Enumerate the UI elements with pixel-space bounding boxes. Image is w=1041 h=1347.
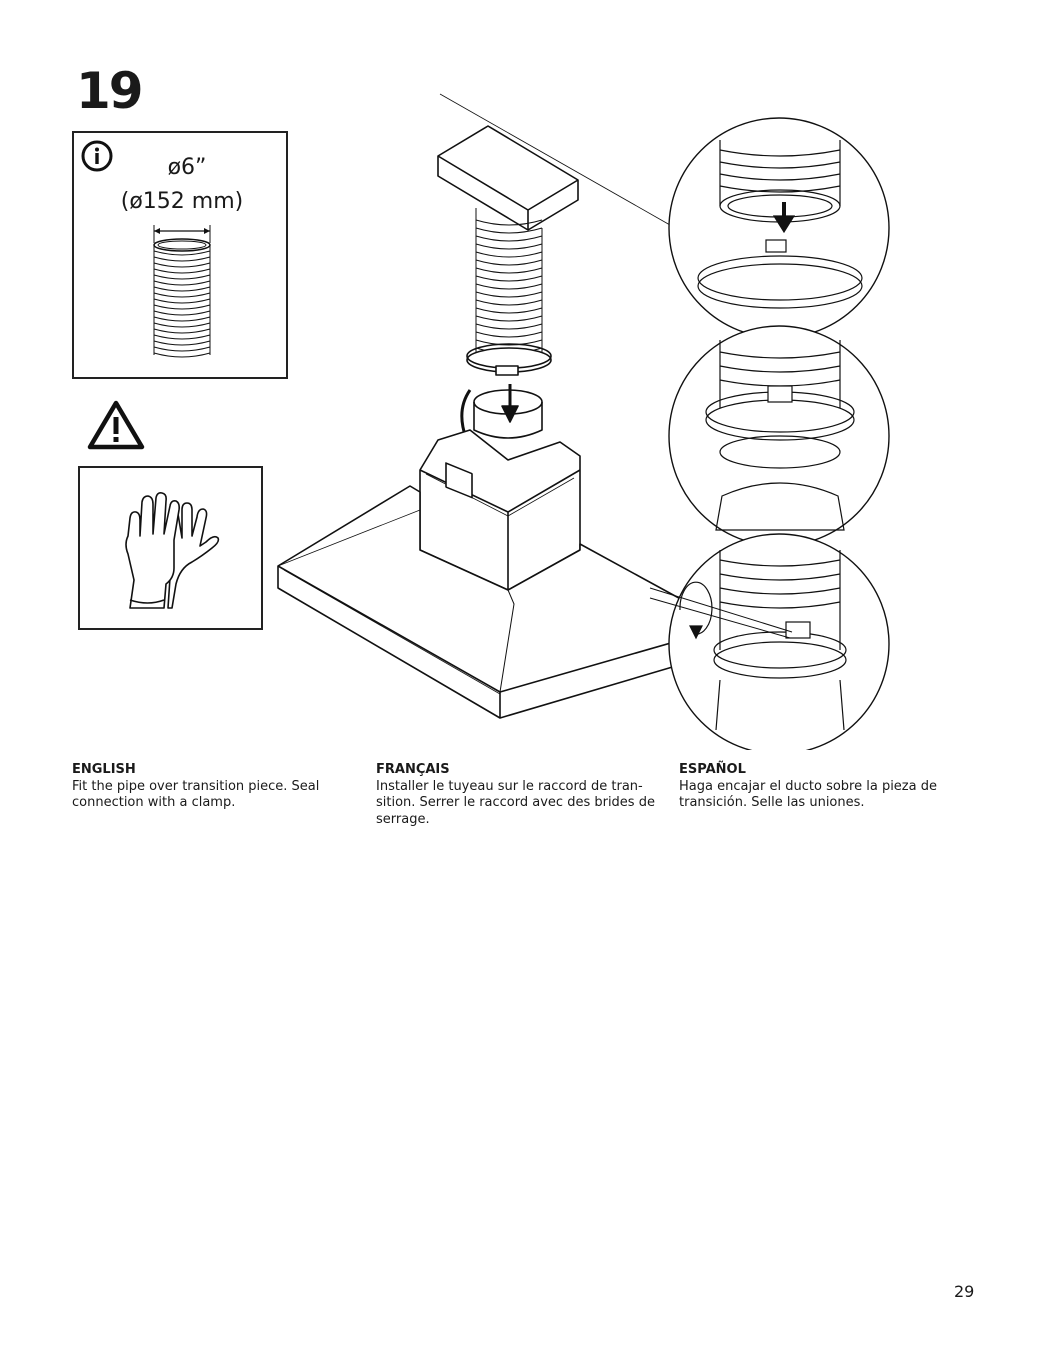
wear-gloves-box — [78, 466, 263, 630]
language-heading: FRANÇAIS — [376, 762, 450, 777]
instruction-text: Installer le tuyeau sur le raccord de tr… — [376, 778, 655, 827]
diameter-inches: ø6” — [167, 155, 207, 180]
info-icon — [81, 140, 113, 172]
language-heading: ESPAÑOL — [679, 762, 746, 777]
instruction-spanish: ESPAÑOL Haga encajar el ducto sobre la p… — [679, 762, 964, 812]
warning-triangle-icon — [87, 400, 145, 450]
duct-diameter-info-box: ø6” (ø152 mm) — [72, 131, 288, 379]
gloves-icon — [125, 492, 220, 609]
instruction-french: FRANÇAIS Installer le tuyeau sur le racc… — [376, 762, 661, 828]
language-heading: ENGLISH — [72, 762, 136, 777]
diameter-millimeters: (ø152 mm) — [120, 189, 244, 214]
instruction-text: Haga encajar el ducto sobre la pieza de … — [679, 778, 937, 811]
instruction-text: Fit the pipe over transition piece. Seal… — [72, 778, 320, 811]
flexible-duct-icon — [153, 225, 211, 358]
range-hood-duct-illustration — [277, 93, 890, 750]
page-number: 29 — [954, 1282, 975, 1301]
step-number: 19 — [76, 62, 144, 120]
instruction-english: ENGLISH Fit the pipe over transition pie… — [72, 762, 357, 812]
